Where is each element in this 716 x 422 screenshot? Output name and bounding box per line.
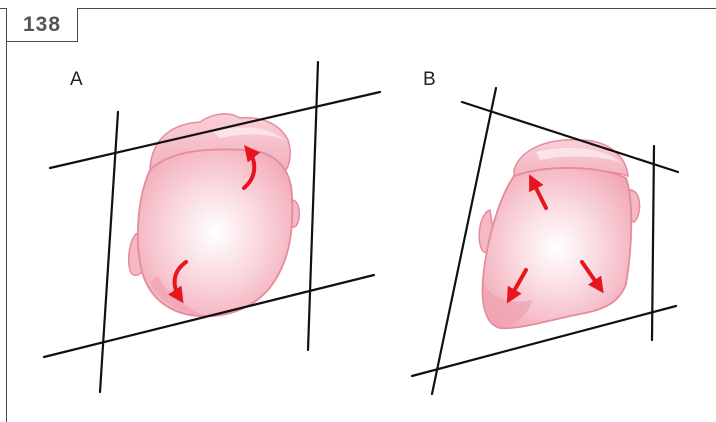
panel-b-figure	[479, 140, 639, 328]
panel-a-line-right	[308, 62, 318, 350]
